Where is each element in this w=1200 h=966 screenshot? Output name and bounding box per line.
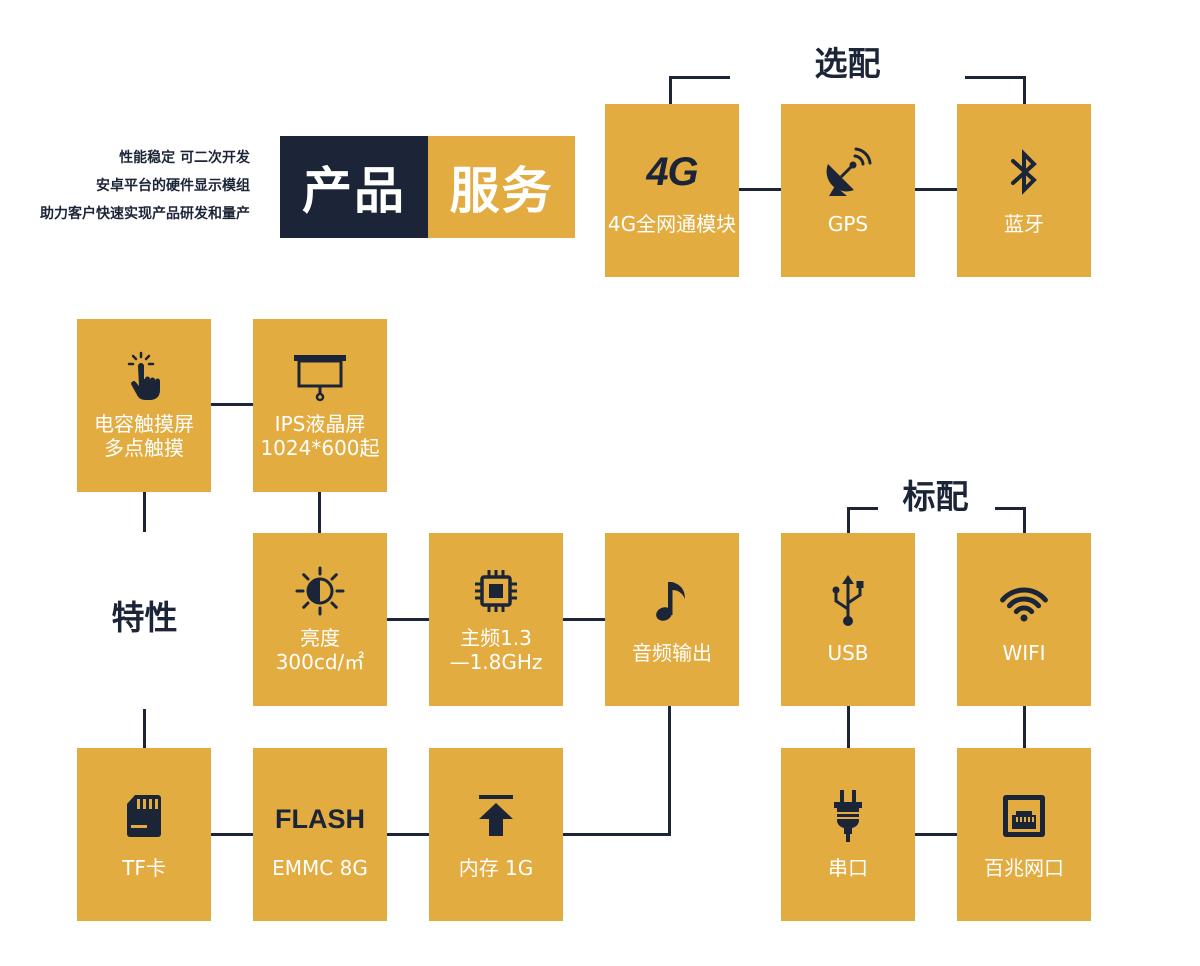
intro-line: 安卓平台的硬件显示模组 [96, 178, 250, 194]
connector-line [995, 507, 1026, 510]
connector-line [387, 833, 429, 836]
feature-label-line: 亮度 [300, 626, 340, 650]
feature-label: IPS液晶屏 1024*600起 [253, 412, 387, 460]
feature-label: 内存 1G [429, 856, 563, 880]
module-label-line: GPS [827, 212, 869, 236]
connector-line [668, 706, 671, 836]
connector-line [143, 709, 146, 748]
feature-touch: 电容触摸屏 多点触摸 [77, 319, 211, 492]
module-4g: 4G 4G全网通模块 [605, 104, 739, 277]
interface-label: WIFI [957, 641, 1091, 665]
flash-icon: FLASH [253, 786, 387, 846]
connector-line [1023, 507, 1026, 533]
satellite-dish-icon [781, 142, 915, 202]
intro-line: 助力客户快速实现产品研发和量产 [40, 206, 250, 222]
title-part-2: 服务 [428, 136, 575, 238]
feature-audio: 音频输出 [605, 533, 739, 706]
touch-hand-icon [77, 347, 211, 407]
interface-label-line: USB [827, 641, 869, 665]
connector-line [1023, 76, 1026, 104]
connector-line [563, 833, 671, 836]
interface-usb: USB [781, 533, 915, 706]
interface-label: 百兆网口 [957, 856, 1091, 880]
4g-icon-text: 4G [646, 150, 698, 194]
feature-label-line: 1024*600起 [260, 436, 380, 460]
feature-ips-screen: IPS液晶屏 1024*600起 [253, 319, 387, 492]
interface-label: USB [781, 641, 915, 665]
music-note-icon [605, 571, 739, 631]
connector-line [915, 833, 957, 836]
module-label: GPS [781, 212, 915, 236]
module-bluetooth: 蓝牙 [957, 104, 1091, 277]
interface-label: 串口 [781, 856, 915, 880]
connector-line [669, 76, 672, 104]
feature-label-line: 主频1.3 [460, 626, 532, 650]
feature-label: 音频输出 [605, 641, 739, 665]
connector-line [965, 76, 1026, 79]
ethernet-port-icon [957, 786, 1091, 846]
feature-label-line: 电容触摸屏 [94, 412, 194, 436]
feature-tf-card: TF卡 [77, 748, 211, 921]
group-label-features: 特性 [111, 598, 178, 637]
feature-label-line: 多点触摸 [104, 436, 184, 460]
feature-label-line: IPS液晶屏 [274, 412, 366, 436]
flash-icon-text: FLASH [275, 803, 365, 834]
feature-label-line: —1.8GHz [449, 650, 543, 674]
bluetooth-icon [957, 142, 1091, 202]
connector-line [915, 188, 957, 191]
brightness-icon [253, 561, 387, 621]
connector-line [318, 492, 321, 533]
serial-plug-icon [781, 786, 915, 846]
feature-label-line: 300cd/㎡ [275, 650, 365, 674]
connector-line [211, 833, 253, 836]
upload-arrow-icon [429, 786, 563, 846]
interface-wifi: WIFI [957, 533, 1091, 706]
connector-line [1023, 706, 1026, 748]
feature-cpu: 主频1.3 —1.8GHz [429, 533, 563, 706]
interface-label-line: 串口 [828, 856, 868, 880]
4g-icon: 4G [605, 142, 739, 202]
title-part-1: 产品 [280, 136, 428, 238]
projector-screen-icon [253, 347, 387, 407]
chip-icon [429, 561, 563, 621]
module-label: 蓝牙 [957, 212, 1091, 236]
feature-label-line: TF卡 [122, 856, 166, 880]
connector-line [387, 618, 429, 621]
usb-icon [781, 571, 915, 631]
feature-brightness: 亮度 300cd/㎡ [253, 533, 387, 706]
feature-label: 电容触摸屏 多点触摸 [77, 412, 211, 460]
feature-label-line: EMMC 8G [272, 856, 368, 880]
connector-line [739, 188, 781, 191]
feature-label: EMMC 8G [253, 856, 387, 880]
feature-label: 亮度 300cd/㎡ [253, 626, 387, 674]
connector-line [847, 507, 850, 533]
interface-ethernet: 百兆网口 [957, 748, 1091, 921]
intro-text: 性能稳定 可二次开发 安卓平台的硬件显示模组 助力客户快速实现产品研发和量产 [0, 144, 250, 228]
feature-label-line: 内存 1G [458, 856, 534, 880]
connector-line [143, 492, 146, 532]
module-label: 4G全网通模块 [605, 212, 739, 236]
module-gps: GPS [781, 104, 915, 277]
connector-line [847, 507, 878, 510]
feature-memory: 内存 1G [429, 748, 563, 921]
group-label-optional: 选配 [814, 44, 881, 83]
module-label-line: 4G全网通模块 [607, 212, 737, 236]
connector-line [847, 706, 850, 748]
connector-line [669, 76, 730, 79]
module-label-line: 蓝牙 [1004, 212, 1044, 236]
connector-line [563, 618, 605, 621]
feature-flash: FLASH EMMC 8G [253, 748, 387, 921]
feature-label: TF卡 [77, 856, 211, 880]
interface-label-line: WIFI [1002, 641, 1046, 665]
feature-label: 主频1.3 —1.8GHz [429, 626, 563, 674]
interface-label-line: 百兆网口 [984, 856, 1064, 880]
wifi-icon [957, 571, 1091, 631]
intro-line: 性能稳定 可二次开发 [119, 150, 250, 166]
connector-line [211, 403, 253, 406]
sd-card-icon [77, 786, 211, 846]
group-label-standard: 标配 [902, 477, 969, 516]
interface-serial: 串口 [781, 748, 915, 921]
feature-label-line: 音频输出 [632, 641, 712, 665]
